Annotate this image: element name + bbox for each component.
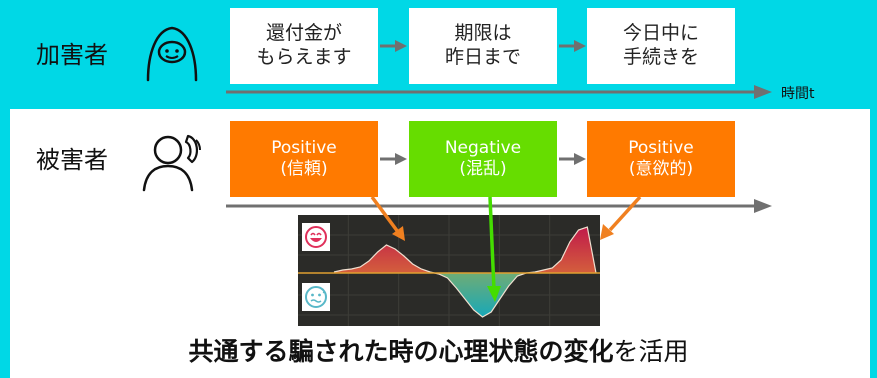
state-arrow-1 (380, 153, 407, 165)
pointer-arrow-confusion (487, 196, 501, 302)
attacker-timeline-arrow (226, 85, 772, 99)
caption: 共通する騙された時の心理状態の変化を活用 (0, 332, 877, 368)
victim-state-trust: Positive(信頼) (230, 121, 378, 197)
step-arrow-2 (559, 40, 586, 52)
emotion-line (333, 226, 597, 318)
step-arrow-1 (380, 40, 407, 52)
victim-state-motivated: Positive(意欲的) (587, 121, 735, 197)
negative-emotion-area (334, 273, 596, 317)
worried-face-icon (302, 283, 330, 311)
happy-face-icon (302, 223, 330, 251)
person-on-phone-icon (142, 134, 201, 192)
emotion-chart-svg (298, 215, 600, 326)
pointer-arrow-trust (370, 195, 405, 241)
positive-emotion-area (334, 227, 596, 273)
hooded-person-icon (146, 26, 198, 82)
victim-label: 被害者 (36, 146, 108, 174)
attacker-step-deadline: 期限は昨日まで (409, 8, 557, 84)
time-axis-label: 時間t (781, 86, 815, 102)
emotion-chart (298, 215, 600, 326)
pointer-arrow-motivated (600, 195, 642, 240)
attacker-step-procedure: 今日中に手続きを (587, 8, 735, 84)
attacker-label: 加害者 (36, 41, 108, 69)
caption-bold: 共通する騙された時の心理状態の変化 (188, 337, 614, 366)
victim-state-confusion: Negative(混乱) (409, 121, 557, 197)
caption-normal: を活用 (613, 337, 689, 366)
state-arrow-2 (559, 153, 586, 165)
attacker-step-refund: 還付金がもらえます (230, 8, 378, 84)
